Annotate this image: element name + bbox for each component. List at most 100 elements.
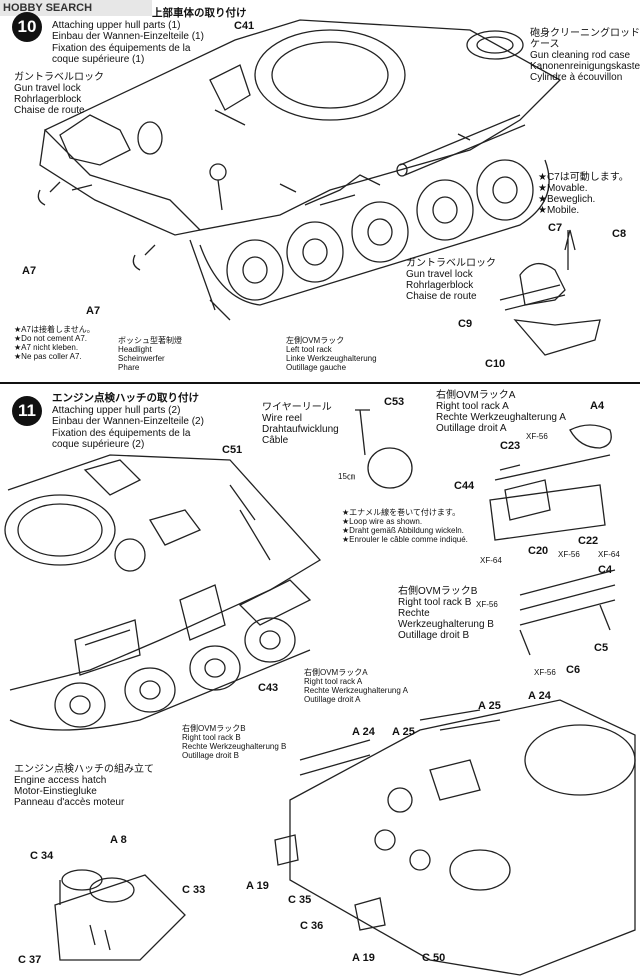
step11-title-fr1: Fixation des équipements de la: [52, 427, 191, 439]
rod-de: Kanonenreinigungskasten: [530, 61, 640, 72]
rack-a2-en: Right tool rack A: [304, 677, 363, 686]
left-rack-jp: 左側OVMラック: [286, 336, 345, 345]
rack-a-fr: Outillage droit A: [436, 423, 507, 434]
wire-reel-label: ワイヤーリール Wire reel Drahtaufwicklung Câble: [262, 402, 339, 446]
part-a19-2: A 19: [352, 952, 375, 964]
rack-b-label: 右側OVMラックB Right tool rack B Rechte Werkz…: [398, 586, 494, 641]
step11-title-en: Attaching upper hull parts (2): [52, 404, 181, 416]
left-rack-fr: Outillage gauche: [286, 363, 347, 372]
rack-b-fr: Outillage droit B: [398, 630, 470, 641]
part-c20: C20: [528, 545, 549, 557]
part-c35: C 35: [288, 894, 312, 906]
wire-length: 15㎝: [338, 472, 355, 481]
part-c41: C41: [234, 20, 255, 32]
headlight-de: Scheinwerfer: [118, 354, 165, 363]
step-divider: [0, 382, 640, 384]
step-11-title: エンジン点検ハッチの取り付け Attaching upper hull part…: [52, 392, 204, 451]
part-c43: C43: [258, 682, 279, 694]
part-c36: C 36: [300, 920, 324, 932]
step10-title-fr2: coque supérieure (1): [52, 54, 145, 65]
rack-b-de1: Rechte: [398, 608, 430, 619]
movable-en: ★Movable.: [538, 183, 588, 194]
movable-jp: ★C7は可動します。: [538, 172, 629, 183]
movable-fr: ★Mobile.: [538, 205, 580, 216]
rack-a2-label: 右側OVMラックA Right tool rack A Rechte Werkz…: [304, 668, 408, 704]
loop-jp: ★エナメル線を巻いて付けます。: [342, 508, 461, 517]
hatch-en: Engine access hatch: [14, 775, 107, 786]
paint-xf64-a: XF-64: [480, 556, 502, 565]
movable-de: ★Beweglich.: [538, 194, 596, 205]
step10-title-en: Attaching upper hull parts (1): [52, 19, 181, 31]
paint-xf64-b: XF-64: [598, 550, 620, 559]
part-a4: A4: [590, 400, 605, 412]
hatch-jp: エンジン点検ハッチの組み立て: [14, 764, 154, 775]
rack-a-en: Right tool rack A: [436, 401, 509, 412]
wire-jp: ワイヤーリール: [262, 402, 332, 413]
paint-xf56-a: XF-56: [526, 432, 548, 441]
left-rack-de: Linke Werkzeughalterung: [286, 354, 377, 363]
step10-hull-drawing: [37, 19, 601, 356]
loop-fr: ★Enrouler le câble comme indiqué.: [342, 535, 468, 544]
part-a19-1: A 19: [246, 880, 269, 892]
gun-lock-label: ガントラベルロック Gun travel lock Rohrlagerblock…: [14, 72, 104, 116]
part-c23: C23: [500, 440, 521, 452]
part-c10: C10: [485, 358, 506, 370]
part-c33: C 33: [182, 884, 206, 896]
rack-a2-jp: 右側OVMラックA: [304, 668, 368, 677]
paint-xf56-d: XF-56: [534, 668, 556, 677]
step11-hull-drawing: [4, 409, 636, 976]
rack-a2-fr: Outillage droit A: [304, 695, 361, 704]
part-a25-1: A 25: [478, 700, 501, 712]
step11-title-de: Einbau der Wannen-Einzelteile (2): [52, 416, 204, 427]
loop-de: ★Draht gemäß Abbildung wickeln.: [342, 526, 464, 535]
watermark-text: HOBBY SEARCH: [3, 2, 93, 14]
rack-b2-fr: Outillage droit B: [182, 751, 239, 760]
hatch-label: エンジン点検ハッチの組み立て Engine access hatch Motor…: [14, 764, 154, 808]
gun-lock2-de: Rohrlagerblock: [406, 280, 474, 291]
rod-case-label: 砲身クリーニングロッド ケース Gun cleaning rod case Ka…: [530, 28, 640, 83]
loop-note: ★エナメル線を巻いて付けます。 ★Loop wire as shown. ★Dr…: [342, 508, 468, 544]
step10-title-de: Einbau der Wannen-Einzelteile (1): [52, 31, 204, 42]
rack-b2-label: 右側OVMラックB Right tool rack B Rechte Werkz…: [182, 724, 286, 760]
part-c37: C 37: [18, 954, 42, 966]
part-c7: C7: [548, 222, 563, 234]
gun-lock2-jp: ガントラベルロック: [406, 258, 496, 269]
rack-a-jp: 右側OVMラックA: [436, 390, 516, 401]
step11-title-fr2: coque supérieure (2): [52, 439, 145, 450]
a7-note-jp: ★A7は接着しません。: [14, 325, 95, 334]
step10-title-jp: 上部車体の取り付け: [152, 7, 247, 19]
step-11-badge: 11: [12, 396, 42, 426]
hatch-fr: Panneau d'accès moteur: [14, 797, 125, 808]
headlight-jp: ボッシュ型著制燈: [118, 336, 182, 345]
loop-en: ★Loop wire as shown.: [342, 517, 423, 526]
hatch-de: Motor-Einstiegluke: [14, 786, 97, 797]
gun-lock-fr: Chaise de route: [14, 105, 85, 116]
rack-b-en: Right tool rack B: [398, 597, 472, 608]
part-c34: C 34: [30, 850, 54, 862]
wire-de: Drahtaufwicklung: [262, 424, 339, 435]
rack-a2-de: Rechte Werkzeughalterung A: [304, 686, 408, 695]
part-a25-2: A 25: [392, 726, 415, 738]
rack-b2-de: Rechte Werkzeughalterung B: [182, 742, 287, 751]
part-c6: C6: [566, 664, 581, 676]
a7-note: ★A7は接着しません。 ★Do not cement A7. ★A7 nicht…: [14, 325, 95, 361]
part-a7-2: A7: [86, 305, 101, 317]
part-c8: C8: [612, 228, 627, 240]
rack-b-jp: 右側OVMラックB: [398, 586, 478, 597]
step-10-title: 上部車体の取り付け Attaching upper hull parts (1)…: [52, 7, 247, 66]
part-c44: C44: [454, 480, 475, 492]
part-c9: C9: [458, 318, 473, 330]
gun-lock2-fr: Chaise de route: [406, 291, 477, 302]
rack-b-de2: Werkzeughalterung B: [398, 619, 494, 630]
paint-xf56-c: XF-56: [476, 600, 498, 609]
rod-en: Gun cleaning rod case: [530, 50, 631, 61]
a7-note-de: ★A7 nicht kleben.: [14, 343, 79, 352]
paint-xf56-b: XF-56: [558, 550, 580, 559]
part-c22: C22: [578, 535, 599, 547]
rod-jp1: 砲身クリーニングロッド: [530, 28, 640, 39]
part-a24-1: A 24: [528, 690, 551, 702]
step-10-number: 10: [17, 17, 37, 36]
movable-note: ★C7は可動します。 ★Movable. ★Beweglich. ★Mobile…: [538, 172, 629, 216]
left-rack-en: Left tool rack: [286, 345, 332, 354]
step10-title-fr1: Fixation des équipements de la: [52, 42, 191, 54]
